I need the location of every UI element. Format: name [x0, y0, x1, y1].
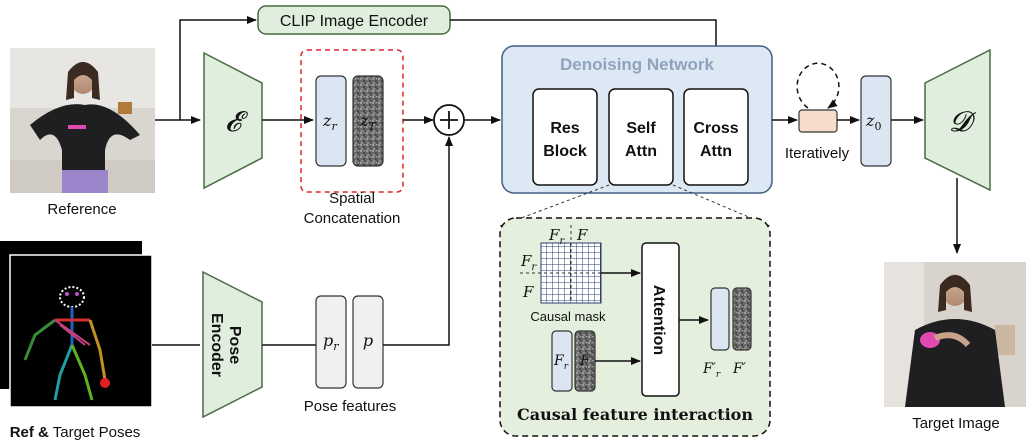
mask-F-top: F — [576, 226, 588, 244]
vae-encoder — [203, 51, 263, 190]
pose-feature-pr-label: pr — [323, 331, 339, 353]
pose-feature-pr — [315, 295, 347, 389]
res-block-line2: Block — [543, 143, 587, 160]
plus-sign — [440, 111, 458, 129]
ref-to-clip-arrow — [179, 16, 257, 120]
mask-Fr-left: Fr — [520, 252, 537, 273]
output-F-label: F′ — [732, 361, 747, 377]
feature-F-bar-label: F — [579, 353, 591, 369]
pose-images — [0, 241, 153, 408]
vae-decoder — [924, 48, 991, 192]
latent-z0-label: z0 — [865, 111, 881, 133]
output-Fr-bar — [710, 287, 730, 351]
poses-label: Ref & Target Poses — [10, 424, 141, 441]
output-Fr-label: F′r — [702, 361, 721, 380]
feature-Fr-bar-label: Fr — [553, 353, 569, 372]
pose-features-label: Pose features — [304, 398, 397, 415]
latent-z0 — [860, 75, 892, 167]
feature-Fr-bar — [551, 330, 573, 392]
self-attn-line1: Self — [626, 120, 656, 137]
output-F-bar — [732, 287, 752, 351]
pose-encoder-line2: Encoder — [208, 313, 225, 377]
reference-image — [10, 48, 155, 193]
cross-attn-line1: Cross — [693, 120, 738, 137]
pose-features-to-plus-arrow — [383, 136, 453, 346]
mask-F-left: F — [522, 283, 534, 301]
pose-feature-p-label: p — [363, 331, 373, 350]
pose-encoder-line1: Pose — [226, 326, 243, 364]
causal-interaction-title: Causal feature interaction — [517, 405, 753, 424]
mask-Fr-top: Fr — [548, 226, 565, 247]
self-attn-block — [608, 88, 674, 186]
self-attn-line2: Attn — [625, 143, 657, 160]
attention-label: Attention — [650, 285, 667, 355]
clip-encoder-label: CLIP Image Encoder — [280, 13, 429, 30]
iteratively-label: Iteratively — [785, 145, 850, 162]
pose-feature-p — [352, 295, 384, 389]
cross-attn-block — [683, 88, 749, 186]
target-label: Target Image — [912, 415, 1000, 432]
latent-zT — [352, 75, 384, 167]
spatial-concat-label-2: Concatenation — [304, 210, 401, 227]
res-block — [532, 88, 598, 186]
denoising-title: Denoising Network — [560, 55, 715, 74]
res-block-line1: Res — [550, 120, 579, 137]
pose-encoder — [202, 270, 263, 419]
latent-zT-label: zT — [359, 111, 377, 133]
target-image — [884, 262, 1026, 407]
causal-mask-label: Causal mask — [530, 309, 606, 324]
iteration-box — [798, 109, 838, 133]
iteration-loop — [796, 62, 840, 109]
latent-zr — [315, 75, 347, 167]
spatial-concat-label-1: Spatial — [329, 190, 375, 207]
reference-label: Reference — [47, 201, 116, 218]
spatial-concat-frame — [300, 49, 404, 193]
cross-attn-line2: Attn — [700, 143, 732, 160]
latent-zr-label: zr — [322, 111, 337, 133]
